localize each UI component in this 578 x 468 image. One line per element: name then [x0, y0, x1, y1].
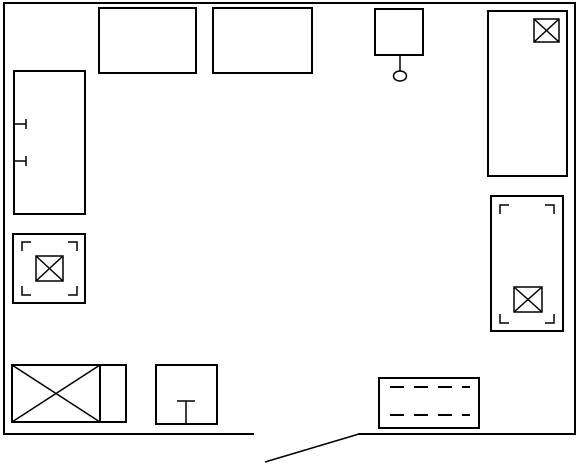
desk-body[interactable]	[13, 70, 86, 215]
table-corner-tl	[499, 204, 509, 214]
wardrobe-bottom-left[interactable]	[11, 364, 127, 423]
cabinet-left-middle-body[interactable]	[12, 233, 86, 304]
wall-outline	[3, 2, 576, 435]
table-right[interactable]	[490, 195, 564, 332]
desk-left[interactable]	[13, 70, 86, 215]
corner-mark-tl	[21, 241, 31, 251]
sofa-body[interactable]	[378, 377, 480, 429]
sink[interactable]	[374, 8, 424, 82]
cabinet-left-middle-box	[35, 255, 64, 282]
cabinet-top-left-body[interactable]	[98, 7, 197, 74]
sink-basin[interactable]	[374, 8, 424, 56]
wardrobe-cross-b	[11, 364, 101, 423]
cabinet-top-left[interactable]	[98, 7, 197, 74]
outer-wall	[3, 2, 576, 435]
sink-drain-icon	[392, 70, 408, 82]
table-right-cross-b	[513, 286, 543, 313]
table-right-box	[513, 286, 543, 313]
table-corner-bl	[499, 314, 509, 324]
sofa-bottom-right[interactable]	[378, 377, 480, 429]
stool-bottom[interactable]	[155, 364, 218, 425]
cabinet-top-middle-body[interactable]	[212, 7, 313, 74]
bed-frame[interactable]	[487, 10, 568, 177]
bed-lamp-cross-b	[533, 18, 560, 43]
table-right-body[interactable]	[490, 195, 564, 332]
cabinet-top-middle[interactable]	[212, 7, 313, 74]
corner-mark-bl	[21, 286, 31, 296]
corner-mark-br	[68, 286, 78, 296]
door-opening[interactable]	[264, 433, 360, 463]
bed-lamp-box	[533, 18, 560, 43]
corner-mark-tr	[68, 241, 78, 251]
cabinet-left-middle[interactable]	[12, 233, 86, 304]
wardrobe-body[interactable]	[11, 364, 127, 423]
table-corner-br	[545, 314, 555, 324]
cabinet-left-middle-cross-b	[35, 255, 64, 282]
table-corner-tr	[545, 204, 555, 214]
door-leaf[interactable]	[264, 433, 360, 463]
bed-right[interactable]	[487, 10, 568, 177]
